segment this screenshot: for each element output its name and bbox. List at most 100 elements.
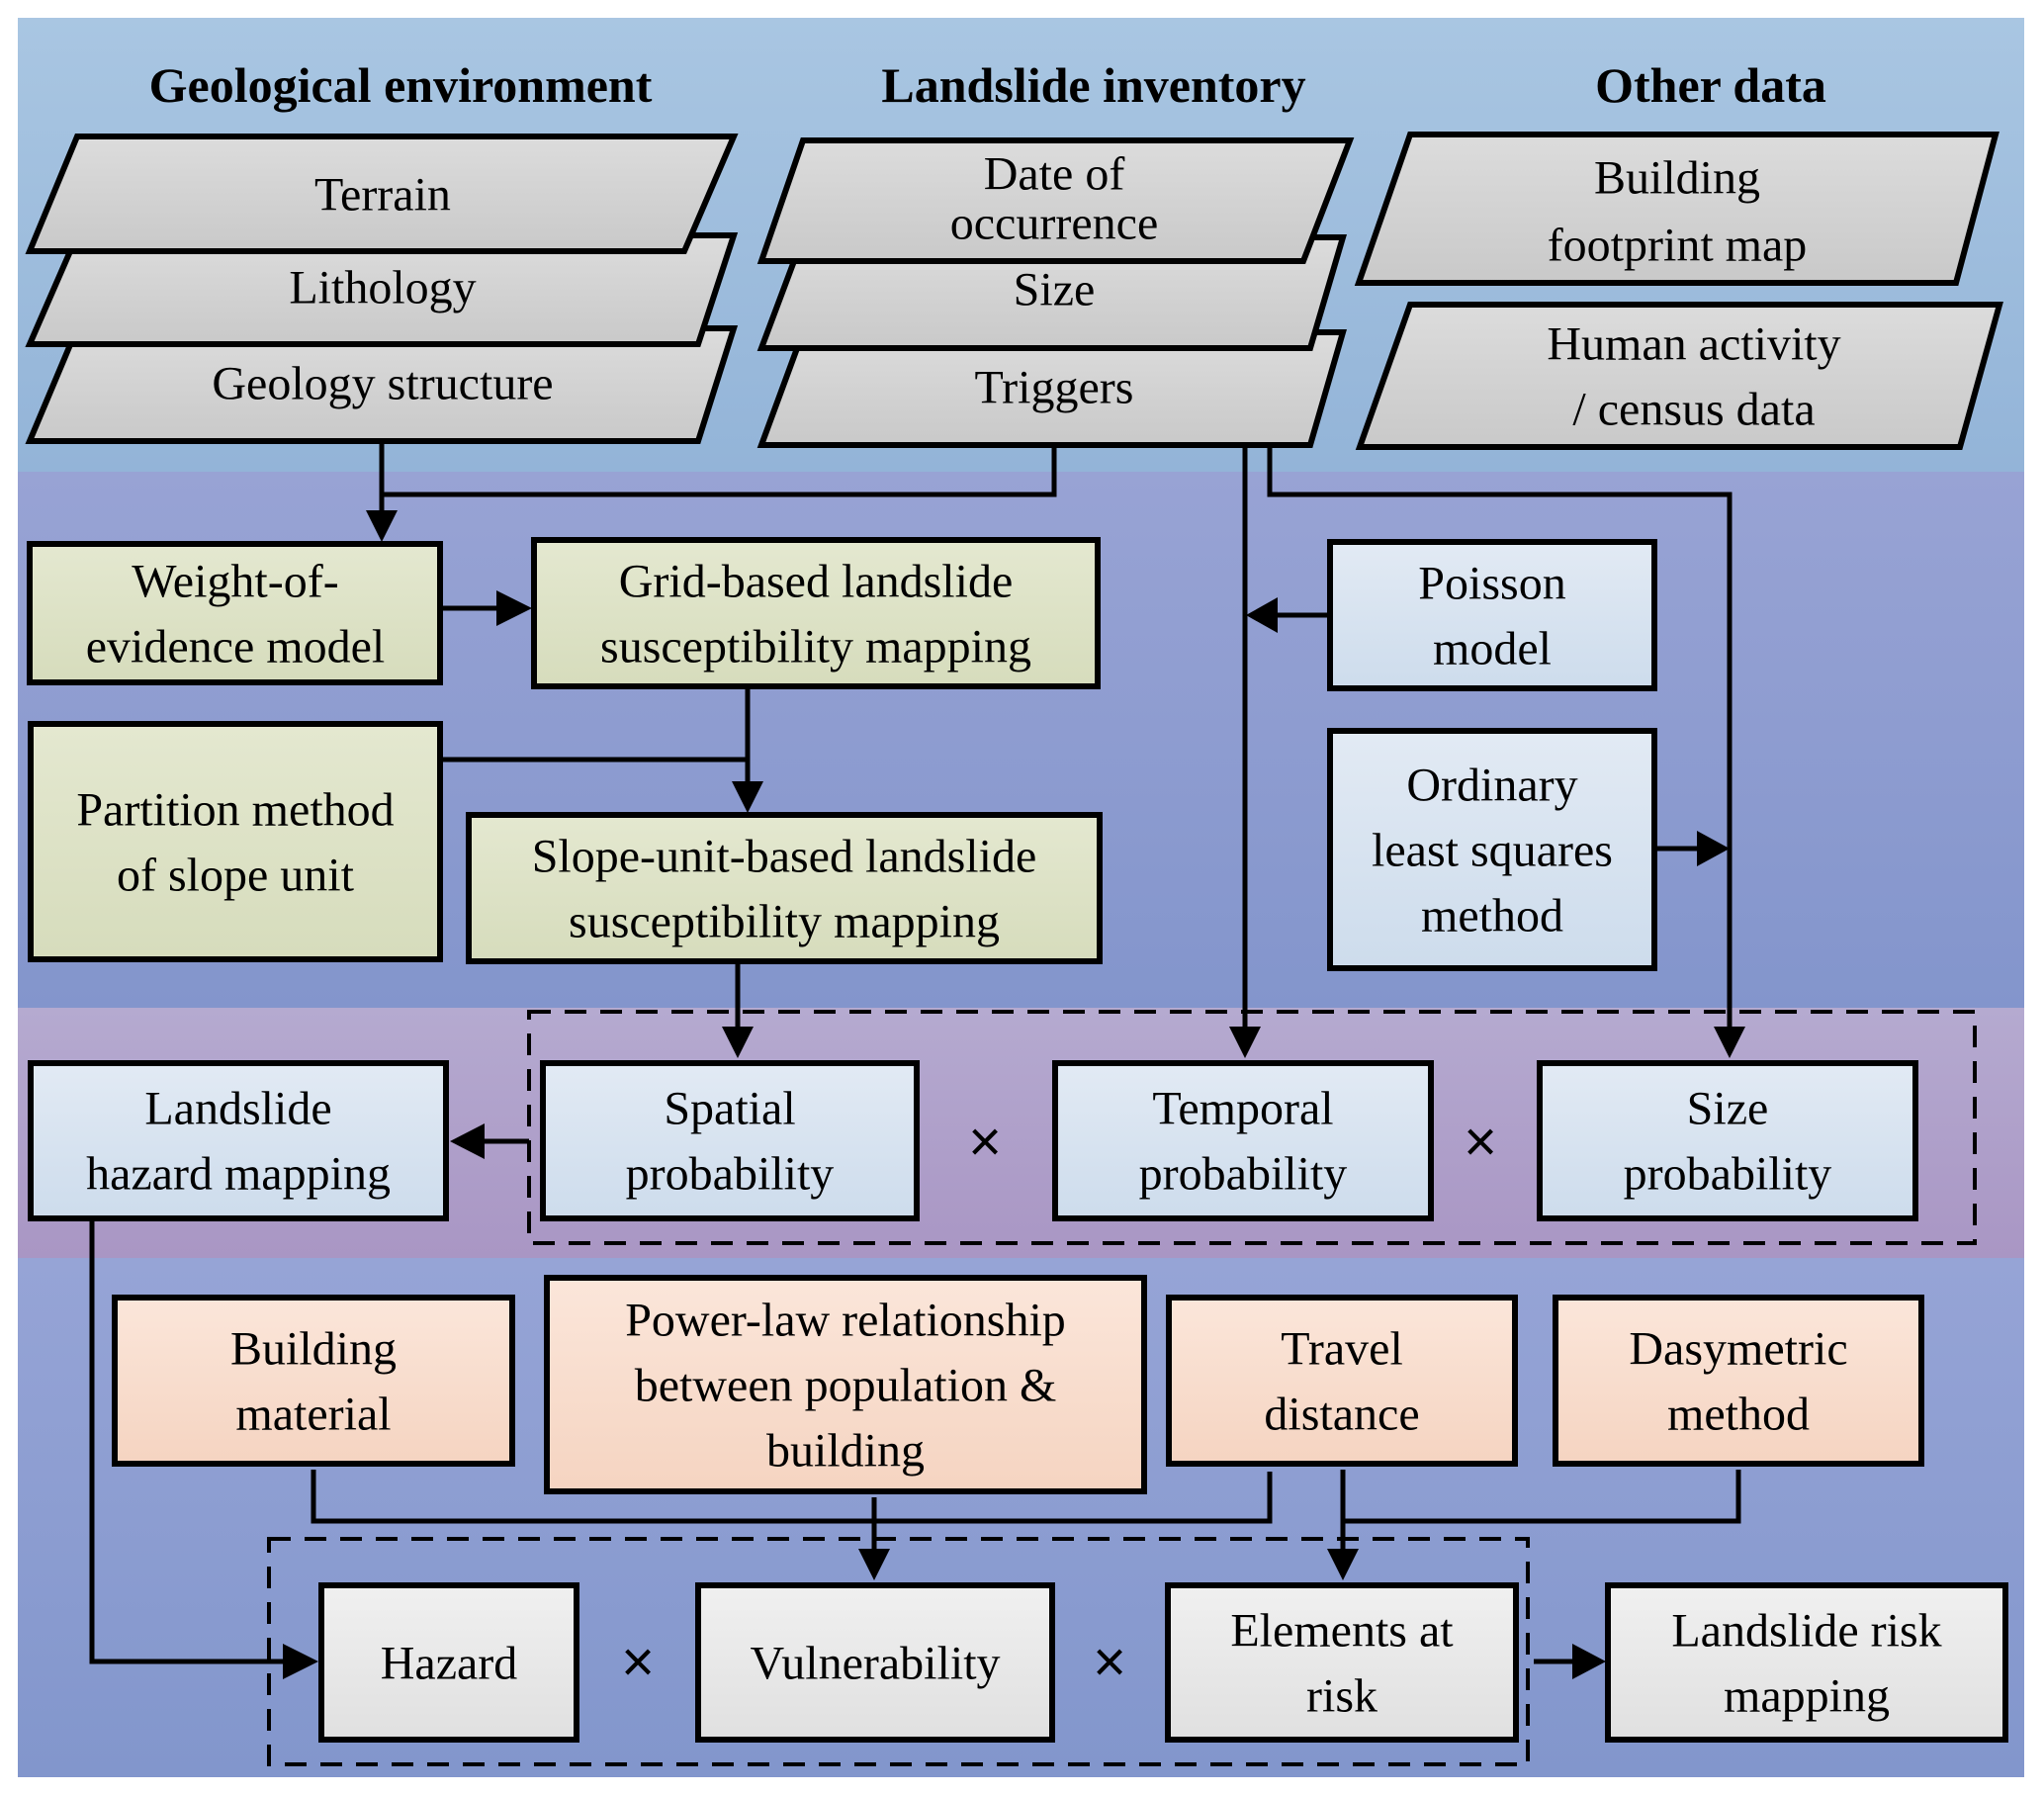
label-size-probability: Size probability [1624,1082,1832,1200]
label-size: Size [1014,263,1096,315]
box-ordinary-least-squares[interactable] [1327,728,1657,971]
connectors [89,443,1745,1679]
box-power-law-relationship[interactable] [544,1275,1147,1494]
label-building-footprint-map-line: Building [1594,151,1760,204]
label-ordinary-least-squares-line: least squares [1372,824,1613,876]
label-temporal-probability-line: Temporal [1152,1082,1333,1134]
label-spatial-probability-line: probability [626,1147,835,1200]
box-landslide-hazard-mapping[interactable] [28,1060,449,1221]
arrowhead-size [1714,1027,1745,1058]
label-size-probability-line: Size [1687,1082,1769,1134]
layer-date-of-occurrence[interactable] [756,137,1355,264]
label-lithology: Lithology [289,261,476,314]
header-landslide-inventory: Landslide inventory [881,57,1305,113]
box-hazard[interactable] [318,1582,579,1743]
label-weight-of-evidence-line: Weight-of- [132,555,338,607]
label-landslide-hazard-mapping-line: Landslide [144,1082,331,1134]
inventory-layers [756,137,1355,448]
label-landslide-hazard-mapping-line: hazard mapping [86,1147,391,1200]
label-grid-based-susceptibility-line: Grid-based landslide [619,555,1014,607]
label-landslide-hazard-mapping: Landslide hazard mapping [86,1082,391,1200]
label-landslide-risk-mapping-line: Landslide risk [1671,1604,1941,1657]
label-grid-based-susceptibility: Grid-based landslide susceptibility mappi… [600,555,1031,673]
label-power-law-relationship-line: between population & [635,1359,1057,1411]
label-landslide-risk-mapping: Landslide risk mapping [1671,1604,1941,1722]
label-human-activity-census-line: Human activity [1547,317,1840,370]
box-weight-of-evidence[interactable] [27,541,443,685]
group-hazard-probabilities [527,1010,1977,1245]
box-grid-based-susceptibility[interactable] [531,537,1101,689]
layer-terrain[interactable] [25,134,739,254]
label-vulnerability-line: Vulnerability [750,1637,1000,1689]
label-spatial-probability-line: Spatial [664,1082,795,1134]
label-power-law-relationship-line: Power-law relationship [625,1294,1066,1346]
arrowhead-grid [496,590,532,626]
box-slope-unit-susceptibility[interactable] [466,812,1103,964]
box-dasymetric-method[interactable] [1553,1295,1924,1467]
other-layers [1354,132,2003,450]
label-hazard: Hazard [381,1637,518,1689]
label-triggers: Triggers [975,361,1134,413]
layer-human-activity-census[interactable] [1355,302,2003,450]
label-slope-unit-susceptibility-line: susceptibility mapping [569,895,1000,947]
label-poisson-model-line: Poisson [1418,557,1565,609]
box-elements-at-risk[interactable] [1165,1582,1519,1743]
label-travel-distance-line: distance [1264,1388,1419,1440]
box-size-probability[interactable] [1537,1060,1918,1221]
layer-building-footprint-map[interactable] [1354,132,2000,286]
box-spatial-probability[interactable] [540,1060,920,1221]
arrowhead-hazard [283,1644,318,1679]
box-travel-distance[interactable] [1166,1295,1518,1467]
arrowhead-vulnerability [858,1549,890,1580]
header-geological-environment: Geological environment [149,57,653,113]
label-partition-method-line: Partition method [76,783,394,836]
geological-layers [25,134,739,444]
label-terrain: Terrain [314,168,451,221]
label-human-activity-census-line: / census data [1572,383,1815,435]
label-poisson-model: Poisson model [1418,557,1565,674]
label-size-probability-line: probability [1624,1147,1832,1200]
label-power-law-relationship: Power-law relationship between population… [625,1294,1066,1477]
label-building-material-line: Building [230,1322,397,1375]
label-human-activity-census: Human activity / census data [1547,317,1840,435]
box-landslide-risk-mapping[interactable] [1605,1582,2008,1743]
connector-material-to-vulnerability [311,1470,1273,1524]
arrowhead-elements [1327,1549,1359,1580]
operator-multiply-spatial-temporal: × [968,1110,1002,1174]
box-partition-method[interactable] [28,721,443,962]
box-poisson-model[interactable] [1327,539,1657,691]
arrowhead-spatial [722,1027,754,1058]
label-geology-structure-line: Geology structure [212,357,553,409]
arrowhead-temporal [1229,1027,1261,1058]
label-landslide-risk-mapping-line: mapping [1724,1669,1890,1722]
label-poisson-model-line: model [1433,622,1552,674]
label-grid-based-susceptibility-line: susceptibility mapping [600,620,1031,673]
connector-hazard-mapping-to-hazard [89,1220,297,1664]
label-power-law-relationship-line: building [766,1424,925,1477]
box-building-material[interactable] [112,1295,515,1467]
label-elements-at-risk-line: Elements at [1230,1604,1454,1657]
label-vulnerability: Vulnerability [750,1637,1000,1689]
label-weight-of-evidence-line: evidence model [86,620,386,673]
box-vulnerability[interactable] [695,1582,1055,1743]
label-hazard-line: Hazard [381,1637,518,1689]
box-temporal-probability[interactable] [1052,1060,1434,1221]
label-terrain-line: Terrain [314,168,451,221]
group-risk-components [267,1537,1530,1766]
arrowhead-risk-mapping [1572,1644,1606,1679]
label-size-line: Size [1014,263,1096,315]
label-date-of-occurrence-line: occurrence [950,197,1159,249]
arrowhead-woe [366,510,398,542]
header-other-data: Other data [1595,57,1826,113]
connector-inventory-join [382,447,1057,497]
label-ordinary-least-squares-line: method [1421,889,1563,942]
label-geology-structure: Geology structure [212,357,553,409]
